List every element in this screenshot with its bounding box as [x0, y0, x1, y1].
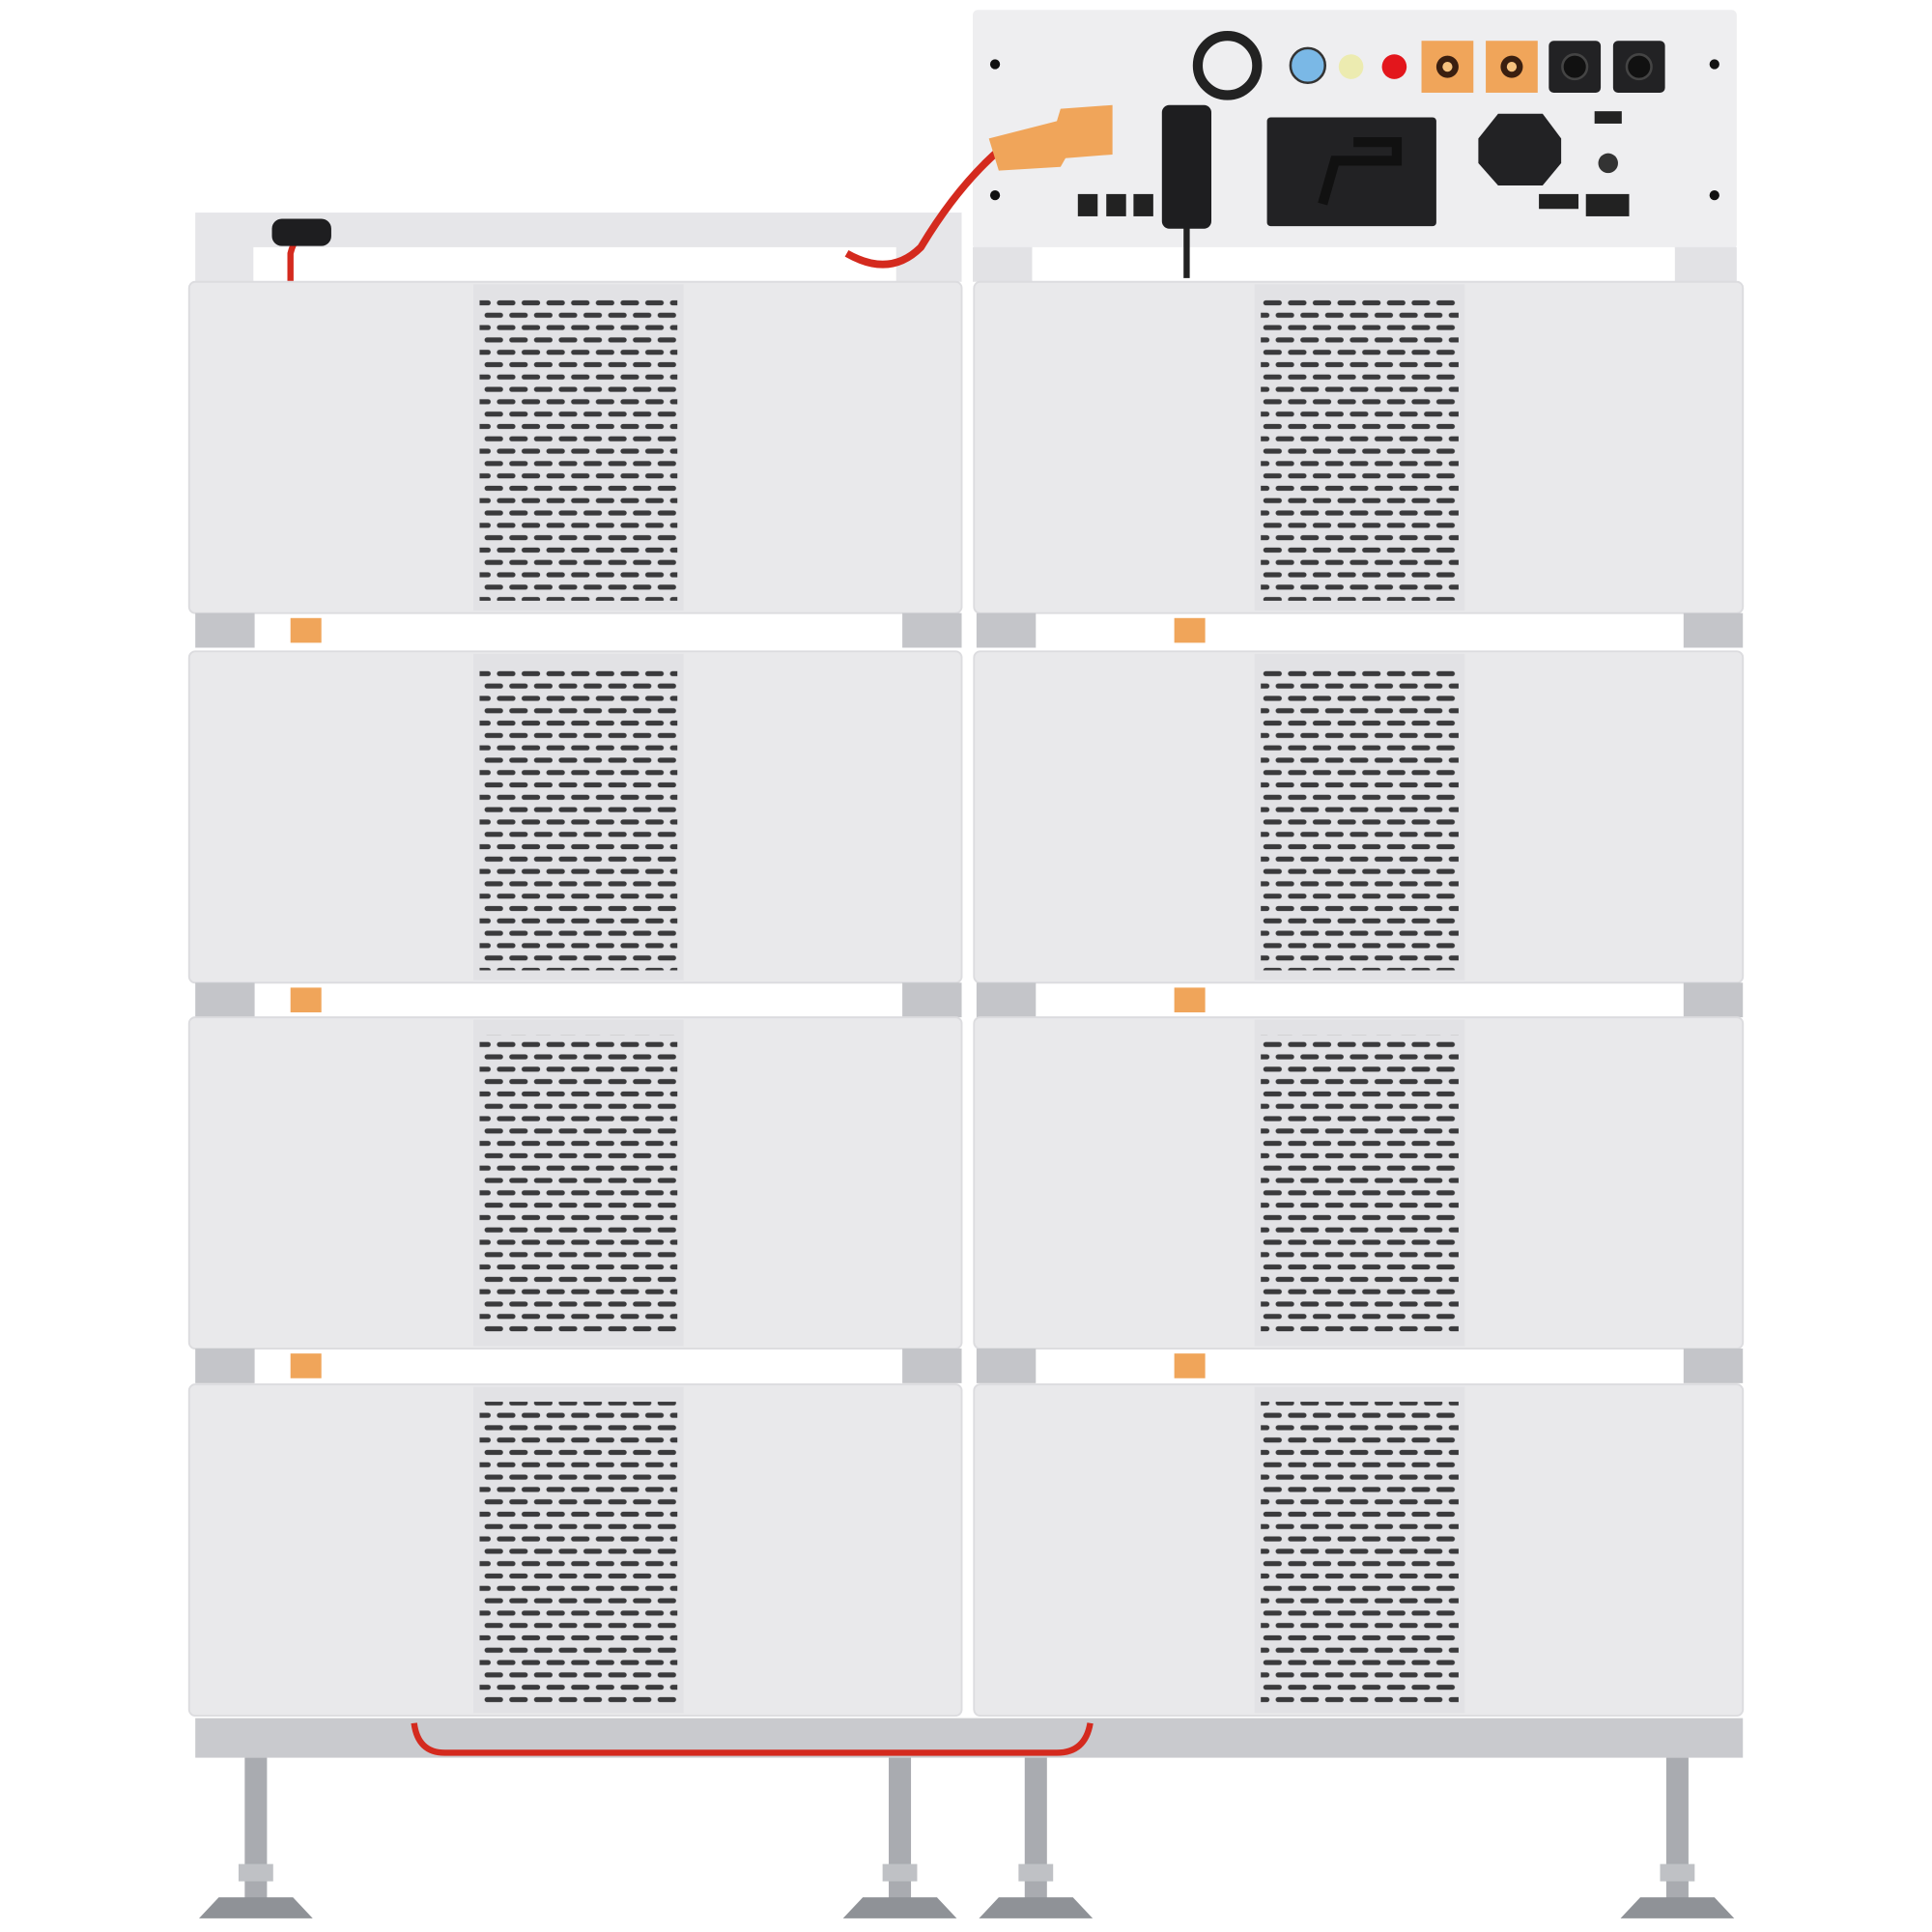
breaker-switch-icon[interactable] — [1266, 117, 1436, 227]
black-plug-cable — [1161, 104, 1211, 278]
left-top-cover — [195, 213, 962, 282]
vent-grille — [1261, 298, 1459, 601]
orange-tab — [1174, 987, 1206, 1012]
power-connector-icon[interactable] — [1612, 41, 1665, 93]
port-icon — [1133, 193, 1153, 216]
battery-module — [187, 1383, 963, 1718]
spacer-bracket — [1683, 1349, 1744, 1383]
leg-foot — [842, 1897, 957, 1918]
red-cable-top — [844, 145, 1004, 269]
spacer-bracket — [1683, 982, 1744, 1018]
port-icon — [1106, 193, 1126, 216]
legs — [199, 1757, 1735, 1918]
ac-socket-icon[interactable] — [1478, 113, 1562, 185]
spacer-bracket — [902, 612, 962, 648]
spacer-bracket — [902, 982, 962, 1018]
spacer-bracket — [976, 982, 1037, 1018]
power-connector-icon[interactable] — [1486, 41, 1538, 93]
knob-icon[interactable] — [1598, 153, 1618, 174]
spacer-bracket — [976, 1349, 1037, 1383]
vent-grille — [1261, 1035, 1459, 1337]
battery-module — [973, 1016, 1745, 1383]
power-ring-icon[interactable] — [1192, 30, 1263, 100]
orange-tab — [1174, 617, 1206, 643]
leg-nut — [1660, 1863, 1695, 1882]
orange-tab — [1174, 1353, 1206, 1378]
plug-icon — [271, 218, 331, 246]
screw-icon — [989, 59, 1001, 70]
spacer-bracket — [195, 1349, 255, 1383]
battery-module — [973, 1383, 1745, 1718]
leg-foot — [199, 1897, 313, 1918]
battery-module — [973, 280, 1745, 648]
red-cable-bottom — [411, 1722, 1094, 1756]
battery-modules — [187, 280, 1745, 1718]
orange-tab — [290, 617, 322, 643]
port-icon — [1077, 193, 1098, 216]
vent-grille — [1261, 1402, 1459, 1704]
indicator-light-icon — [1289, 46, 1327, 85]
vent-grille — [479, 1402, 678, 1704]
leg — [979, 1757, 1094, 1918]
screw-icon — [1709, 59, 1719, 70]
leg-foot — [1620, 1897, 1735, 1918]
control-panel — [973, 10, 1737, 282]
leg-nut — [238, 1863, 273, 1882]
battery-module — [187, 1016, 963, 1383]
spacer-bracket — [976, 612, 1037, 648]
power-connector-icon[interactable] — [1421, 41, 1474, 93]
leg — [1620, 1757, 1735, 1918]
vent-grille — [1261, 668, 1459, 971]
orange-plug-icon — [988, 104, 1113, 171]
leg-nut — [1018, 1863, 1054, 1882]
leg — [199, 1757, 313, 1918]
power-connector-icon[interactable] — [1548, 41, 1602, 93]
screw-icon — [1709, 190, 1719, 201]
indicator-light-icon — [1381, 54, 1407, 79]
battery-module — [187, 280, 963, 648]
spacer-bracket — [902, 1349, 962, 1383]
vent-grille — [479, 298, 678, 601]
battery-module — [187, 650, 963, 1018]
vent-grille — [479, 1035, 678, 1337]
screw-icon — [989, 190, 1001, 201]
spacer-bracket — [1683, 612, 1744, 648]
orange-tab — [290, 987, 322, 1012]
base-frame — [195, 1718, 1744, 1758]
leg — [842, 1757, 957, 1918]
vent-grille — [479, 668, 678, 971]
leg-nut — [882, 1863, 918, 1882]
spacer-bracket — [195, 612, 255, 648]
indicator-light-icon — [1338, 54, 1364, 79]
orange-tab — [290, 1353, 322, 1378]
leg-foot — [979, 1897, 1094, 1918]
spacer-bracket — [195, 982, 255, 1018]
battery-module — [973, 650, 1745, 1018]
